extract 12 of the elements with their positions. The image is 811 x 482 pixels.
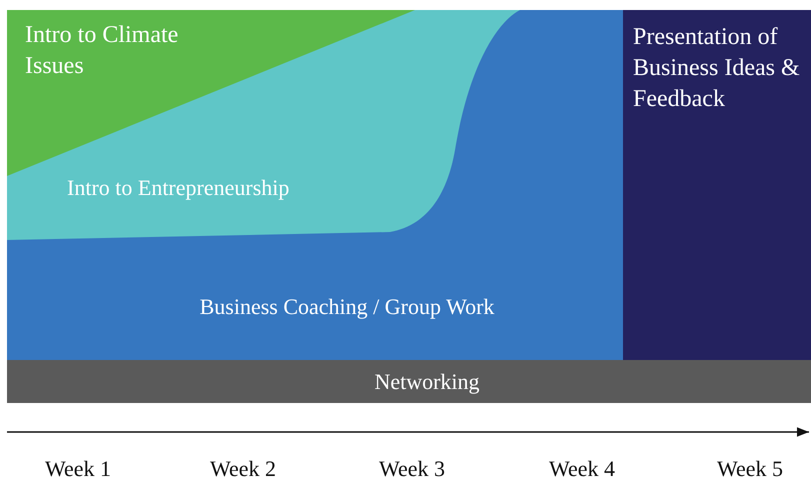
phase-label: Intro to Climate Issues (25, 21, 180, 81)
week-label: Week 4 (548, 456, 616, 482)
phase-label: Networking (373, 368, 481, 396)
phase-area (623, 10, 811, 360)
week-label: Week 3 (378, 456, 446, 482)
phase-label: Presentation of Business Ideas & Feedback (633, 23, 801, 114)
week-label: Week 5 (716, 456, 784, 482)
phase-label: Intro to Entrepreneurship (67, 174, 290, 202)
phase-label: Business Coaching / Group Work (198, 293, 496, 321)
week-label: Week 2 (210, 456, 276, 482)
timeline-bar (7, 360, 811, 403)
week-label: Week 1 (44, 456, 112, 482)
